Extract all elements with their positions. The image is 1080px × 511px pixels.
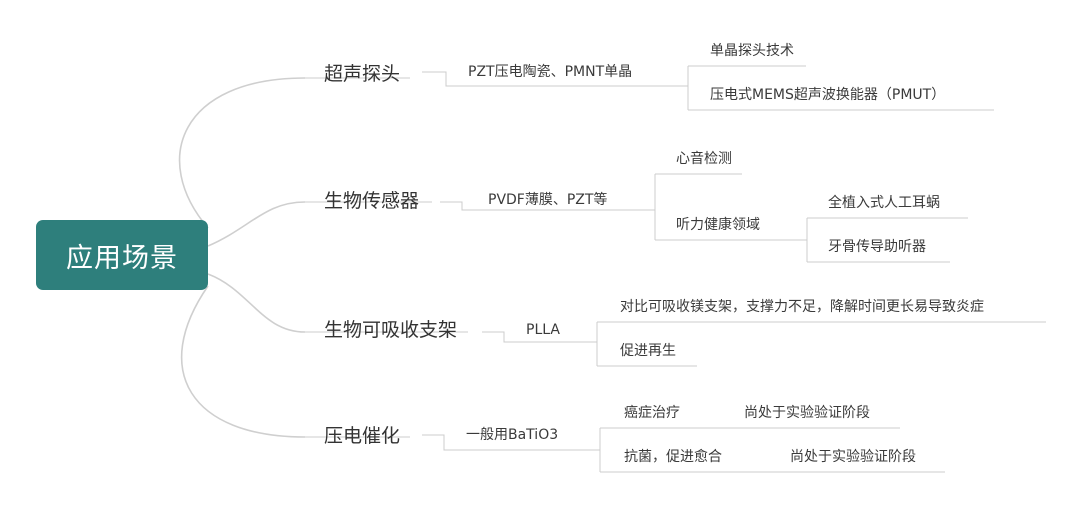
leaf-cochlear-implant[interactable]: 全植入式人工耳蜗 [828,195,940,211]
curve-to-ultrasound [178,77,306,229]
conn-stent-material [482,331,597,343]
leaf-promote-regeneration[interactable]: 促进再生 [620,343,676,359]
material-biosensor[interactable]: PVDF薄膜、PZT等 [488,192,608,208]
note-cancer-treatment: 尚处于实验验证阶段 [744,405,870,421]
material-stent[interactable]: PLLA [526,322,560,338]
leaf-single-crystal-probe[interactable]: 单晶探头技术 [710,43,794,59]
curve-to-biosensor [207,201,306,247]
conn-ultrasound-material [422,71,688,87]
curve-to-catalysis [181,285,306,438]
leaf-heart-sound-detection[interactable]: 心音检测 [676,151,732,167]
conn-biosensor-material [440,201,655,211]
material-ultrasound[interactable]: PZT压电陶瓷、PMNT单晶 [468,64,633,80]
note-antibacterial-healing: 尚处于实验验证阶段 [790,449,916,465]
curve-to-stent [207,273,306,333]
leaf-hearing-health[interactable]: 听力健康领域 [676,217,760,233]
leaf-bone-conduction-aid[interactable]: 牙骨传导助听器 [828,239,926,255]
branch-piezo-catalysis[interactable]: 压电催化 [324,425,401,447]
branch-biosensor[interactable]: 生物传感器 [324,190,420,212]
leaf-cancer-treatment[interactable]: 癌症治疗 [624,405,680,421]
leaf-magnesium-stent-comparison[interactable]: 对比可吸收镁支架，支撑力不足，降解时间更长易导致炎症 [620,299,984,315]
leaf-antibacterial-healing[interactable]: 抗菌，促进愈合 [624,449,722,465]
leaf-pmut[interactable]: 压电式MEMS超声波换能器（PMUT） [710,87,946,103]
root-node[interactable]: 应用场景 [36,220,208,290]
branch-ultrasound-probe[interactable]: 超声探头 [324,63,401,85]
branch-bioresorbable-stent[interactable]: 生物可吸收支架 [324,319,458,341]
root-label: 应用场景 [66,242,178,274]
material-catalysis[interactable]: 一般用BaTiO3 [466,427,559,443]
conn-catalysis-material [422,434,600,451]
